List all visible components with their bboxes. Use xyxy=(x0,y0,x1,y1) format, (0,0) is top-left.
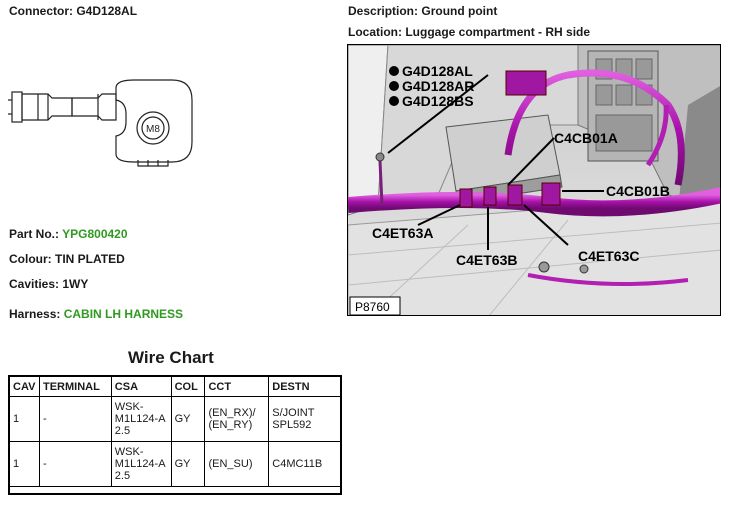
part-number-row: Part No.: YPG800420 xyxy=(9,227,128,241)
cell-cav: 1 xyxy=(9,441,40,487)
stud-size-text: M8 xyxy=(146,124,160,135)
cell-csa: WSK-M1L124-A 2.5 xyxy=(110,396,172,442)
cell-col: GY xyxy=(170,441,206,487)
part-number-value[interactable]: YPG800420 xyxy=(62,227,128,241)
cell-cav: 1 xyxy=(9,396,40,442)
description-label: Description: xyxy=(348,4,419,18)
cavities-label: Cavities: xyxy=(9,277,60,291)
harness-row: Harness: CABIN LH HARNESS xyxy=(9,307,183,321)
col-cav: CAV xyxy=(9,376,40,397)
callout-c4et63c: C4ET63C xyxy=(578,248,639,264)
col-col: COL xyxy=(170,376,206,397)
wire-chart-title: Wire Chart xyxy=(128,348,214,367)
cell-cct: (EN_RX)/ (EN_RY) xyxy=(204,396,270,442)
colour-value: TIN PLATED xyxy=(55,252,125,266)
col-terminal: TERMINAL xyxy=(38,376,112,397)
callout-g4d128bs: G4D128BS xyxy=(402,93,474,109)
col-destn: DESTN xyxy=(268,376,341,397)
cell-cct: (EN_SU) xyxy=(204,441,270,487)
location-illustration: G4D128AL G4D128AR G4D128BS C4CB01A C4CB0… xyxy=(348,45,720,315)
callout-c4cb01b: C4CB01B xyxy=(606,183,670,199)
connector-heading: Connector: G4D128AL xyxy=(9,4,137,18)
cell-terminal: - xyxy=(38,396,112,442)
cell-col: GY xyxy=(170,396,206,442)
table-row: 1 - WSK-M1L124-A 2.5 GY (EN_RX)/ (EN_RY)… xyxy=(9,396,341,442)
callout-c4cb01a: C4CB01A xyxy=(554,130,618,146)
wire-chart-table: CAV TERMINAL CSA COL CCT DESTN 1 - WSK-M… xyxy=(9,376,341,487)
callout-c4et63a: C4ET63A xyxy=(372,225,433,241)
ring-terminal-drawing: M8 xyxy=(8,79,193,167)
harness-label: Harness: xyxy=(9,307,61,321)
callout-g4d128ar: G4D128AR xyxy=(402,78,474,94)
description-heading: Description: Ground point xyxy=(348,4,497,18)
table-row: 1 - WSK-M1L124-A 2.5 GY (EN_SU) C4MC11B xyxy=(9,441,341,487)
col-cct: CCT xyxy=(204,376,270,397)
location-heading: Location: Luggage compartment - RH side xyxy=(348,25,590,39)
connector-label: Connector: xyxy=(9,4,73,18)
location-label: Location: xyxy=(348,25,402,39)
figure-id: P8760 xyxy=(355,300,390,314)
callout-g4d128al: G4D128AL xyxy=(402,63,473,79)
cell-destn: C4MC11B xyxy=(268,441,341,487)
colour-row: Colour: TIN PLATED xyxy=(9,252,125,266)
description-value: Ground point xyxy=(421,4,498,18)
colour-label: Colour: xyxy=(9,252,52,266)
harness-value[interactable]: CABIN LH HARNESS xyxy=(63,307,184,321)
col-csa: CSA xyxy=(110,376,172,397)
wire-chart-header-row: CAV TERMINAL CSA COL CCT DESTN xyxy=(9,376,341,397)
callout-c4et63b: C4ET63B xyxy=(456,252,517,268)
cavities-value: 1WY xyxy=(62,277,89,291)
connector-value: G4D128AL xyxy=(76,4,138,18)
cavities-row: Cavities: 1WY xyxy=(9,277,88,291)
cell-csa: WSK-M1L124-A 2.5 xyxy=(110,441,172,487)
cell-destn: S/JOINT SPL592 xyxy=(268,396,341,442)
cell-terminal: - xyxy=(38,441,112,487)
location-photo: G4D128AL G4D128AR G4D128BS C4CB01A C4CB0… xyxy=(347,44,721,316)
part-number-label: Part No.: xyxy=(9,227,60,241)
location-value: Luggage compartment - RH side xyxy=(405,25,591,39)
